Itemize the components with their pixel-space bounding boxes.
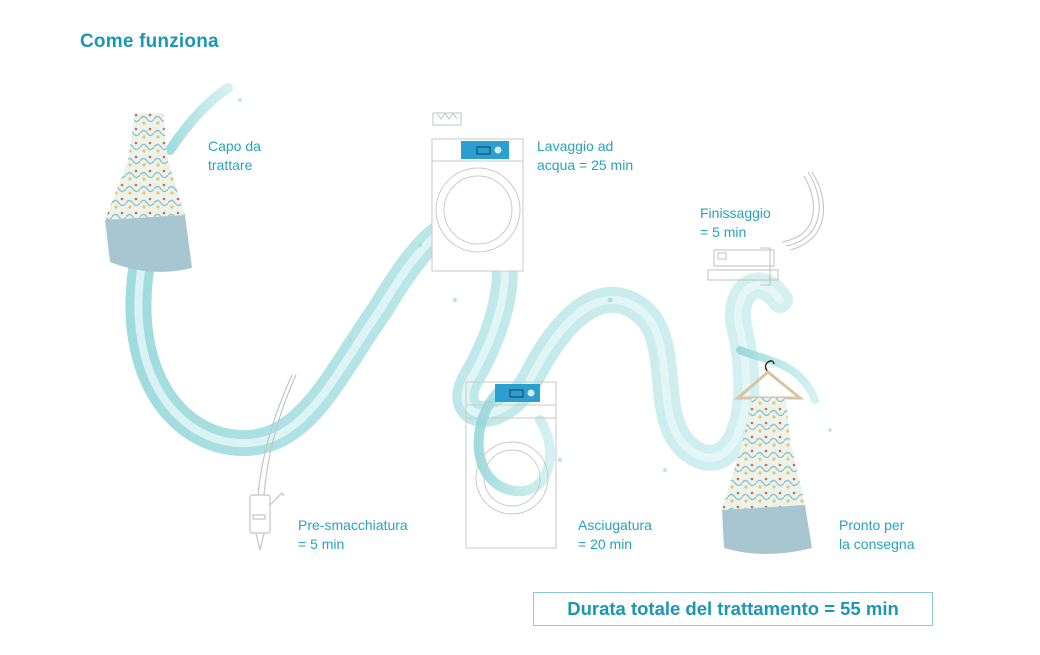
iron-icon <box>707 171 824 286</box>
step-finissaggio-line-1: Finissaggio <box>700 205 771 221</box>
washing-machine-icon <box>431 112 524 272</box>
spotting-gun-icon <box>249 374 297 551</box>
page-title: Come funziona <box>80 31 219 52</box>
step-pronto-label: Pronto per la consegna <box>839 516 915 554</box>
step-capo-line-2: trattare <box>208 157 253 173</box>
step-pronto-line-2: la consegna <box>839 536 915 552</box>
step-lavaggio-label: Lavaggio ad acqua = 25 min <box>537 137 633 175</box>
step-presmacchiatura-label: Pre-smacchiatura = 5 min <box>298 516 408 554</box>
step-lavaggio-line-1: Lavaggio ad <box>537 138 614 154</box>
step-lavaggio-line-2: acqua = 25 min <box>537 157 634 173</box>
step-pronto-line-1: Pronto per <box>839 517 905 533</box>
step-capo-label: Capo da trattare <box>208 137 261 175</box>
water-droplets <box>238 98 832 472</box>
step-capo-line-1: Capo da <box>208 138 261 154</box>
dress-on-hanger-icon <box>722 360 812 554</box>
step-asciugatura-line-2: = 20 min <box>578 536 633 552</box>
dryer-icon <box>465 381 557 549</box>
total-duration-box: Durata totale del trattamento = 55 min <box>533 592 933 626</box>
step-presmacchiatura-line-1: Pre-smacchiatura <box>298 517 408 533</box>
dress-icon <box>105 113 192 272</box>
step-finissaggio-line-2: = 5 min <box>700 224 747 240</box>
step-presmacchiatura-line-2: = 5 min <box>298 536 345 552</box>
step-asciugatura-line-1: Asciugatura <box>578 517 652 533</box>
step-asciugatura-label: Asciugatura = 20 min <box>578 516 652 554</box>
step-finissaggio-label: Finissaggio = 5 min <box>700 204 771 242</box>
